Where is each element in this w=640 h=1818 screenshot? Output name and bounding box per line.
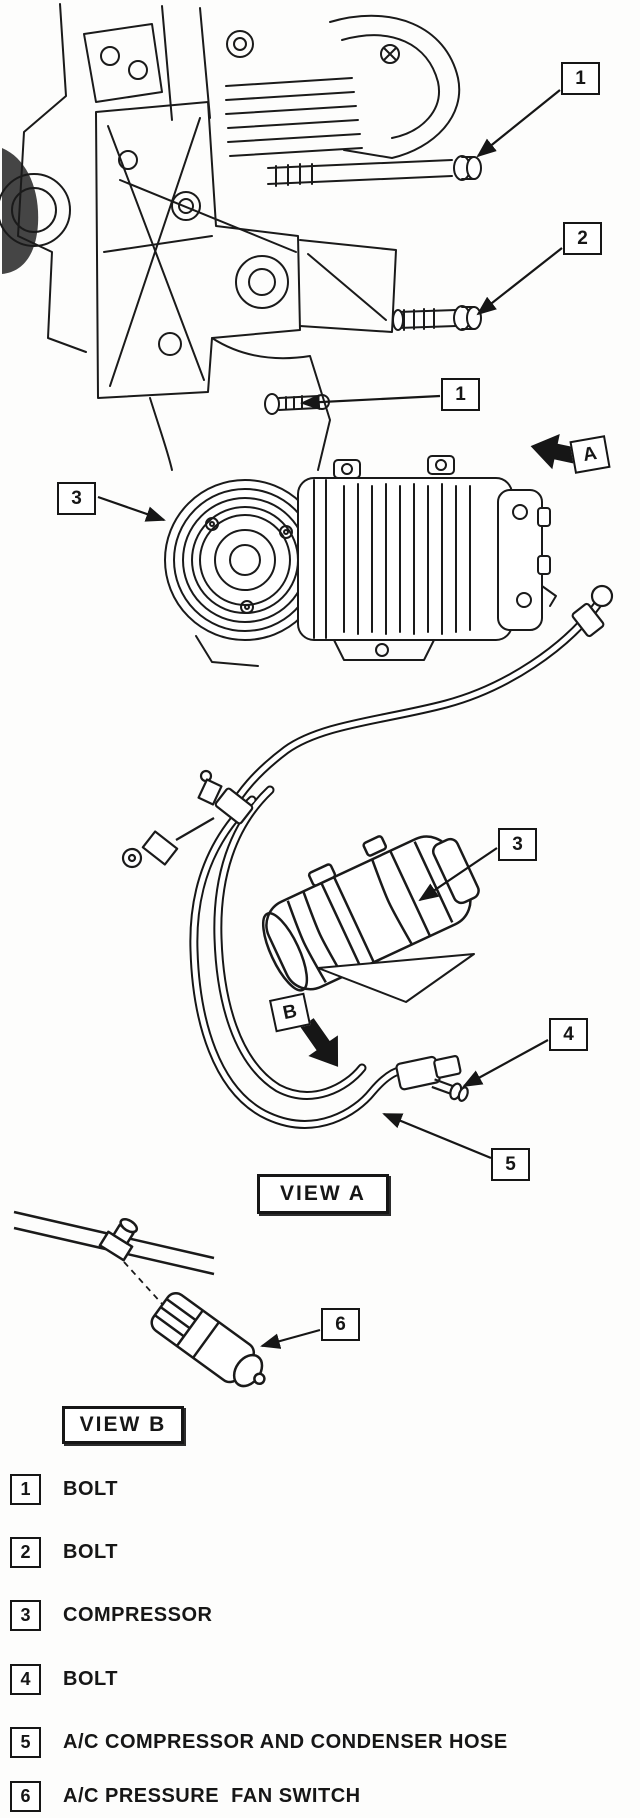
legend-row: 6 A/C PRESSURE FAN SWITCH xyxy=(0,1780,361,1812)
view-a-label: VIEW A xyxy=(257,1174,389,1214)
legend-num: 2 xyxy=(20,1541,31,1562)
pressure-switch-art xyxy=(13,1210,266,1388)
legend-label: BOLT xyxy=(63,1540,118,1563)
compressor-view-a-art xyxy=(261,835,480,1003)
callout-label: 1 xyxy=(575,67,586,89)
callout-3-view: 3 xyxy=(498,828,537,861)
legend-row: 1 BOLT xyxy=(0,1473,118,1505)
callout-label: 3 xyxy=(512,833,523,855)
callout-5: 5 xyxy=(491,1148,530,1181)
legend-row: 2 BOLT xyxy=(0,1536,118,1568)
legend-num: 1 xyxy=(20,1478,31,1499)
legend-row: 3 COMPRESSOR xyxy=(0,1599,212,1631)
direction-label: B xyxy=(280,1000,299,1024)
view-label: VIEW B xyxy=(79,1413,167,1436)
hose-art-inner xyxy=(191,601,601,1127)
legend-num-box: 1 xyxy=(10,1473,41,1505)
callout-label: 1 xyxy=(455,383,466,405)
legend-label: COMPRESSOR xyxy=(63,1603,213,1626)
legend-num: 3 xyxy=(20,1604,31,1625)
legend-num: 4 xyxy=(20,1668,31,1689)
legend-num-box: 3 xyxy=(10,1599,41,1631)
callout-label: 2 xyxy=(577,227,588,249)
legend-row: 5 A/C COMPRESSOR AND CONDENSER HOSE xyxy=(0,1726,508,1758)
legend-label: A/C PRESSURE FAN SWITCH xyxy=(63,1784,361,1807)
callout-label: 5 xyxy=(505,1153,516,1175)
legend-row: 4 BOLT xyxy=(0,1663,118,1695)
legend-num: 6 xyxy=(20,1785,31,1806)
legend-num-box: 6 xyxy=(10,1780,41,1812)
legend-num: 5 xyxy=(20,1731,31,1752)
hose-fittings-art xyxy=(121,584,614,1102)
legend-num-box: 4 xyxy=(10,1663,41,1695)
callout-1-mid: 1 xyxy=(441,378,480,411)
legend-num-box: 5 xyxy=(10,1726,41,1758)
legend-label: BOLT xyxy=(63,1477,118,1500)
callout-4: 4 xyxy=(549,1018,588,1051)
callout-6: 6 xyxy=(321,1308,360,1341)
direction-label: A xyxy=(581,442,599,466)
callout-label: 3 xyxy=(71,487,82,509)
diagram-art xyxy=(0,3,614,1388)
view-b-label: VIEW B xyxy=(62,1406,184,1444)
callout-2: 2 xyxy=(563,222,602,255)
callout-label: 6 xyxy=(335,1313,346,1335)
legend-label: A/C COMPRESSOR AND CONDENSER HOSE xyxy=(63,1730,508,1753)
legend-num-box: 2 xyxy=(10,1536,41,1568)
callout-3-main: 3 xyxy=(57,482,96,515)
leader-arrows xyxy=(97,89,563,1349)
direction-label-a: A xyxy=(569,435,611,474)
direction-arrow-b-icon xyxy=(300,1018,339,1067)
callout-label: 4 xyxy=(563,1023,574,1045)
legend-label: BOLT xyxy=(63,1667,118,1690)
view-label: VIEW A xyxy=(280,1182,366,1205)
callout-1-top: 1 xyxy=(561,62,600,95)
engine-art xyxy=(0,3,557,667)
